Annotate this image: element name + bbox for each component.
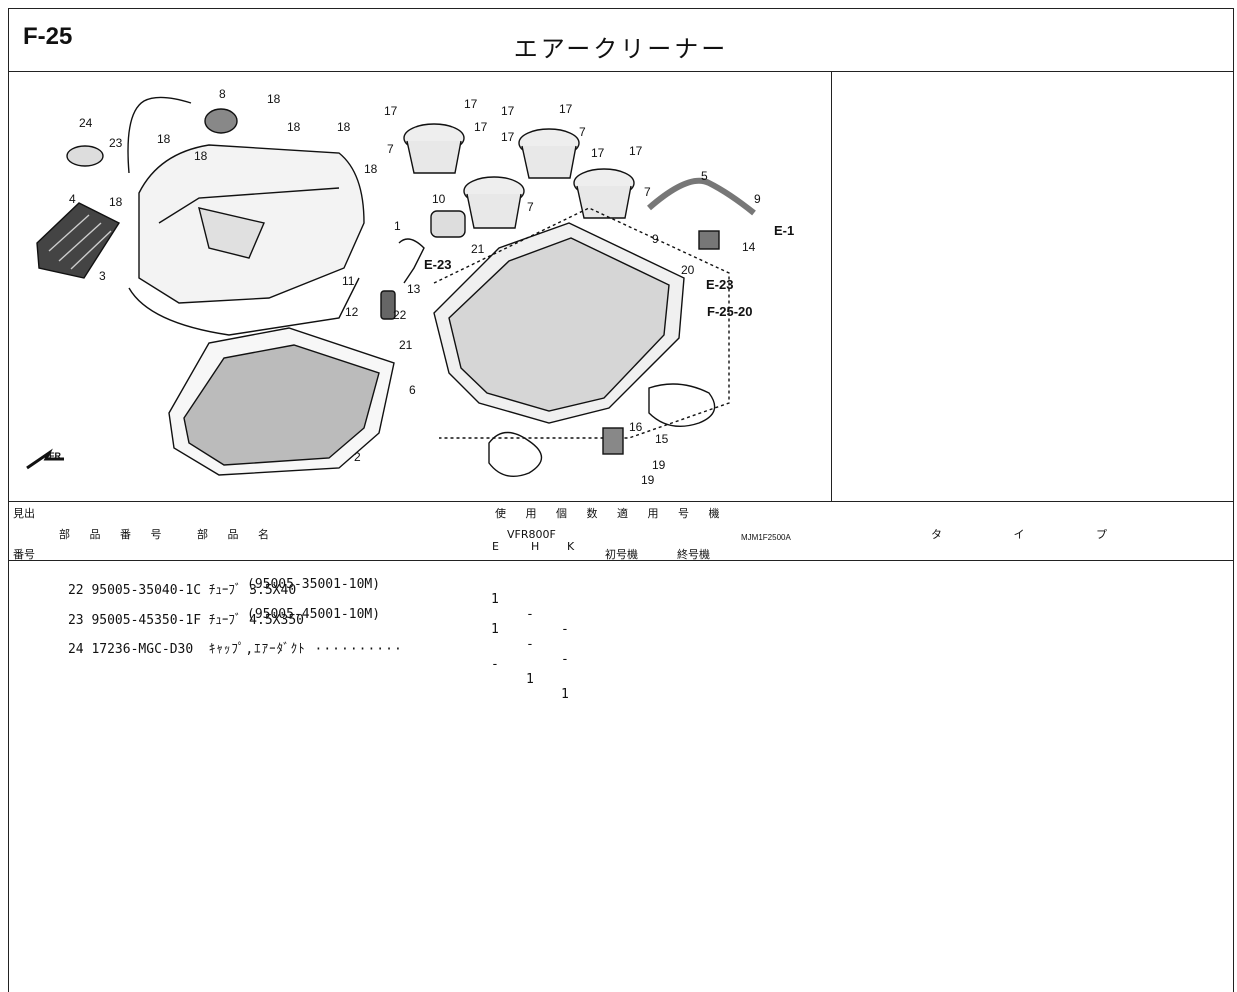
hdr-midashi: 見出 — [13, 507, 35, 520]
row-part-no: 95005-35040-1C — [91, 583, 202, 598]
hdr-model: VFR800F — [507, 528, 556, 541]
qty-e: - — [491, 657, 499, 672]
callout-10: 10 — [432, 192, 446, 206]
callout-17c: 17 — [501, 104, 515, 118]
diagram-divider — [831, 71, 832, 501]
air-cleaner-diagram: 8 24 23 4 3 18 18 18 18 18 18 18 17 17 1… — [26, 87, 794, 487]
ref-e23a: E-23 — [424, 257, 451, 272]
callout-1: 1 — [394, 219, 401, 233]
hdr-part-no: 部 品 番 号 — [59, 528, 170, 541]
callout-12: 12 — [345, 305, 359, 319]
callout-23: 23 — [109, 136, 123, 150]
table-row: 24 17236-MGC-D30 ｷｬｯﾌﾟ,ｴｱｰﾀﾞｸﾄ ·········… — [21, 623, 569, 717]
callout-17d: 17 — [559, 102, 573, 116]
callout-8: 8 — [219, 87, 226, 101]
table-row: 22 95005-35040-1C ﾁｭｰﾌﾞ 3.5X40 — [21, 564, 296, 613]
callout-18e: 18 — [194, 149, 208, 163]
row-no: 23 — [67, 613, 84, 628]
callout-15: 15 — [655, 432, 669, 446]
callout-21b: 21 — [399, 338, 413, 352]
hdr-type-h: H — [531, 540, 540, 553]
row-sub-part: (95005-35001-10M) — [247, 577, 381, 592]
callout-2: 2 — [354, 450, 361, 464]
front-marker: FR. — [49, 451, 64, 461]
ref-e23b: E-23 — [706, 277, 733, 292]
callout-17a: 17 — [384, 104, 398, 118]
ref-f2520: F-25-20 — [707, 304, 753, 319]
qty-e: 1 — [491, 592, 499, 607]
callout-17h: 17 — [629, 144, 643, 158]
hdr-type-e: E — [492, 540, 499, 553]
page-title: エアークリーナー — [513, 35, 729, 63]
callout-5: 5 — [701, 169, 708, 183]
diagram-callouts: 8 24 23 4 3 18 18 18 18 18 18 18 17 17 1… — [49, 87, 794, 487]
hdr-type: タ イ プ — [931, 528, 1141, 541]
qty-k: - — [561, 652, 569, 667]
hdr-ban: 番号 — [13, 548, 35, 561]
table-row: 23 95005-45350-1F ﾁｭｰﾌﾞ 4.5X350 — [21, 594, 304, 643]
row-part-no: 95005-45350-1F — [91, 613, 202, 628]
callout-13: 13 — [407, 282, 421, 296]
section-code: F-25 — [23, 23, 73, 50]
ref-e1: E-1 — [774, 223, 794, 238]
exploded-diagram: 8 24 23 4 3 18 18 18 18 18 18 18 17 17 1… — [9, 73, 831, 542]
callout-17g: 17 — [591, 146, 605, 160]
callout-20: 20 — [681, 263, 695, 277]
callout-17e: 17 — [474, 120, 488, 134]
callout-7a: 7 — [387, 142, 394, 156]
hdr-last-serial: 終号機 — [677, 548, 710, 561]
row-sub-part: (95005-45001-10M) — [247, 607, 381, 622]
callout-22: 22 — [393, 308, 407, 322]
callout-11: 11 — [342, 274, 355, 288]
callout-18b: 18 — [287, 120, 301, 134]
qty-h: - — [526, 637, 534, 652]
qty-e: 1 — [491, 622, 499, 637]
qty-k: 1 — [561, 687, 569, 702]
figure-code: MJM1F2500A — [741, 533, 791, 542]
callout-19b: 19 — [641, 473, 655, 487]
qty-h: - — [526, 607, 534, 622]
row-no: 22 — [67, 583, 84, 598]
callout-19a: 19 — [652, 458, 666, 472]
callout-21a: 21 — [471, 242, 485, 256]
callout-7d: 7 — [644, 185, 651, 199]
row-part-name: ｷｬｯﾌﾟ,ｴｱｰﾀﾞｸﾄ ·········· — [208, 642, 403, 657]
callout-9b: 9 — [652, 232, 659, 246]
callout-24: 24 — [79, 116, 93, 130]
hdr-first-serial: 初号機 — [605, 548, 638, 561]
callout-7c: 7 — [527, 200, 534, 214]
hdr-usage: 使 用 個 数 適 用 号 機 — [495, 507, 728, 520]
qty-h: 1 — [526, 672, 534, 687]
row-part-no: 17236-MGC-D30 — [91, 642, 194, 657]
row-part-name: ﾁｭｰﾌﾞ 3.5X40 — [208, 583, 297, 598]
callout-9a: 9 — [754, 192, 761, 206]
callout-18a: 18 — [267, 92, 281, 106]
callout-18c: 18 — [337, 120, 351, 134]
callout-7b: 7 — [579, 125, 586, 139]
callout-6: 6 — [409, 383, 416, 397]
callout-16: 16 — [629, 420, 643, 434]
callout-17f: 17 — [501, 130, 515, 144]
hdr-part-name: 部 品 名 — [197, 528, 277, 541]
title-divider — [9, 71, 1233, 72]
table-header-divider — [9, 560, 1233, 561]
callout-18f: 18 — [364, 162, 378, 176]
hdr-type-k: K — [567, 540, 575, 553]
callout-18g: 18 — [109, 195, 123, 209]
parts-sheet: F-25 エアークリーナー — [8, 8, 1234, 992]
callout-17b: 17 — [464, 97, 478, 111]
callout-14: 14 — [742, 240, 756, 254]
row-quantities: 1 - - — [21, 577, 569, 652]
callout-18d: 18 — [157, 132, 171, 146]
table-top-divider — [9, 501, 1233, 502]
row-no: 24 — [67, 642, 84, 657]
qty-k: - — [561, 622, 569, 637]
callout-3: 3 — [99, 269, 106, 283]
row-part-name: ﾁｭｰﾌﾞ 4.5X350 — [208, 613, 304, 628]
row-quantities: 1 - - — [21, 607, 569, 682]
callout-4: 4 — [69, 192, 76, 206]
